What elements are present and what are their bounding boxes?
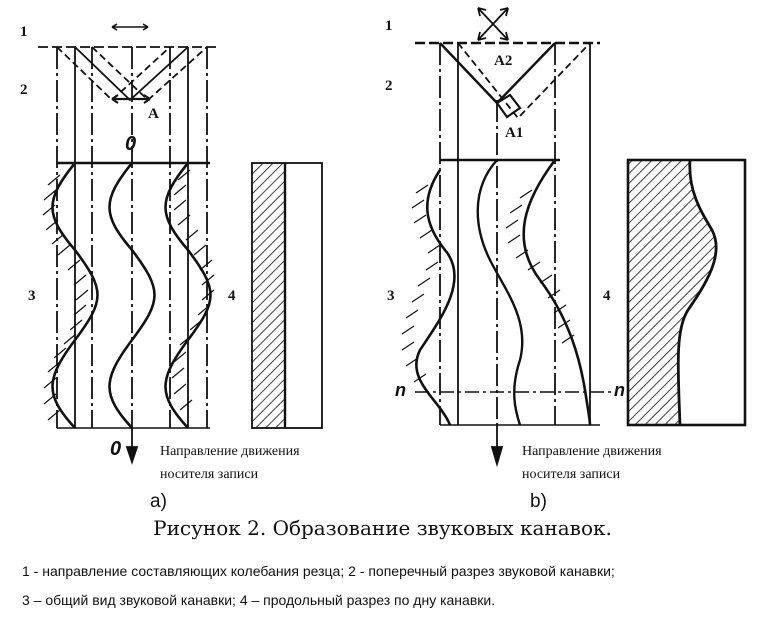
figure-a-label-3: 3 bbox=[28, 288, 36, 304]
figure-a-direction-line1: Направление движения bbox=[160, 444, 300, 459]
figure-a-point-a: A bbox=[148, 106, 159, 122]
figure-a-label-1: 1 bbox=[20, 24, 28, 40]
figure-b-direction-text: Направление движения носителя записи bbox=[522, 440, 662, 486]
figure-b-section-right: n bbox=[614, 380, 625, 400]
legend-line-1: 1 - направление составляющих колебания р… bbox=[22, 563, 615, 579]
figure-b-label-1: 1 bbox=[385, 18, 393, 34]
figure-a-groove-view bbox=[42, 161, 215, 465]
figure-a-direction-text: Направление движения носителя записи bbox=[160, 440, 300, 486]
figure-a-label-2: 2 bbox=[20, 82, 28, 98]
figure-b-point-a1: A1 bbox=[505, 125, 524, 141]
figure-a-cross-section bbox=[38, 23, 220, 428]
figure-a-sublabel: a) bbox=[150, 491, 167, 512]
figure-a-label-4: 4 bbox=[228, 288, 236, 304]
figure-b-sublabel: b) bbox=[530, 491, 547, 512]
figure-b-label-2: 2 bbox=[385, 78, 393, 94]
figure-b-direction-line2: носителя записи bbox=[522, 467, 621, 482]
figure-b-label-4: 4 bbox=[603, 288, 611, 304]
figure-b-direction-line1: Направление движения bbox=[522, 444, 662, 459]
figure-a-direction-line2: носителя записи bbox=[160, 467, 259, 482]
figure-caption: Рисунок 2. Образование звуковых канавок. bbox=[153, 516, 612, 540]
figure-a-longitudinal-section bbox=[251, 162, 323, 429]
figure-b-cross-section bbox=[415, 7, 600, 425]
figure-a-axis-top: 0 bbox=[125, 133, 137, 155]
figure-b-point-a2: A2 bbox=[494, 53, 513, 69]
figure-b-section-left: n bbox=[395, 380, 406, 400]
legend-line-2: 3 – общий вид звуковой канавки; 4 – прод… bbox=[22, 592, 496, 608]
figure-a-axis-bottom: 0 bbox=[110, 438, 122, 460]
figure-b-longitudinal-section bbox=[626, 158, 747, 427]
figure-b-groove-view bbox=[401, 158, 615, 468]
figure-b-label-3: 3 bbox=[387, 288, 395, 304]
